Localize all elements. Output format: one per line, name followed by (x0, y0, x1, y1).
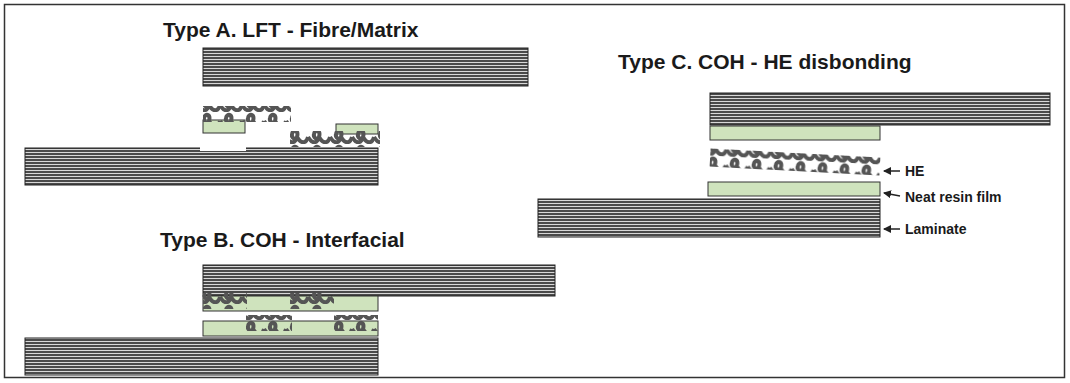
part-label: Neat resin film (905, 189, 1001, 205)
part-label: Laminate (905, 221, 966, 237)
type-a-joint (25, 48, 528, 185)
leader-arrow (884, 170, 900, 172)
leader-arrow (884, 228, 900, 230)
leader-arrow (884, 193, 900, 196)
type-title: Type B. COH - Interfacial (160, 228, 405, 252)
frame (5, 5, 1065, 378)
type-b-joint (25, 265, 555, 375)
part-label: HE (905, 163, 924, 179)
type-title: Type C. COH - HE disbonding (618, 50, 912, 74)
type-title: Type A. LFT - Fibre/Matrix (163, 18, 419, 42)
type-c-joint (538, 93, 1050, 237)
